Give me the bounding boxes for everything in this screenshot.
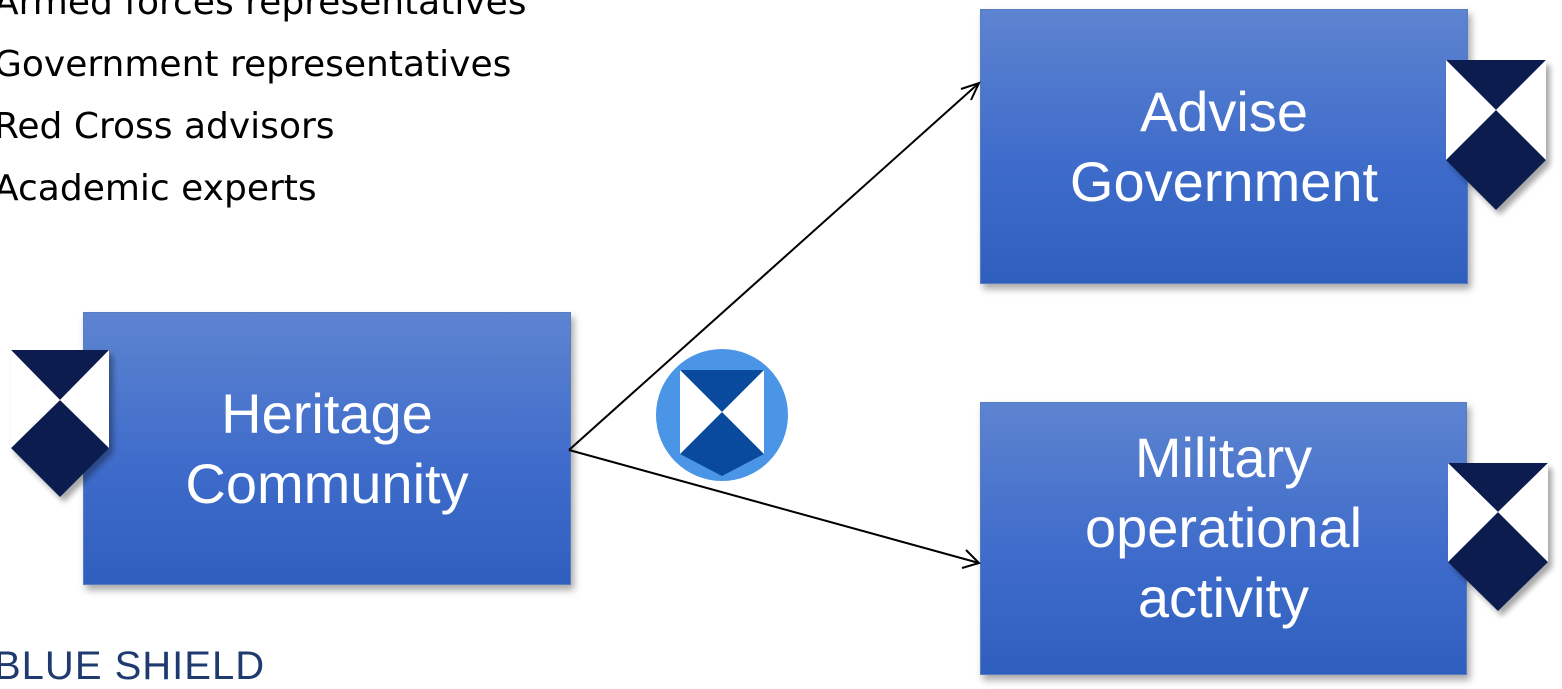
arrow-to-advise [568, 81, 981, 451]
military-operational-box: Military operational activity [980, 402, 1467, 675]
blue-shield-logo-text: BLUE SHIELD [0, 644, 266, 688]
list-item: Academic experts [0, 168, 317, 209]
box-label-line: Military [1134, 426, 1313, 489]
list-item: Armed forces representatives [0, 0, 527, 23]
arrow-to-military [568, 449, 981, 569]
box-label-line: activity [1137, 566, 1310, 629]
heritage-community-box: Heritage Community [83, 312, 571, 585]
box-label-line: Government [1069, 149, 1379, 213]
box-label-line: Advise [1139, 79, 1309, 143]
list-item: Red Cross advisors [0, 106, 335, 147]
blue-shield-round-icon [656, 349, 788, 481]
box-label-line: operational [1084, 496, 1363, 559]
participants-list: Armed forces representatives Government … [0, 0, 527, 220]
list-item: Government representatives [0, 44, 512, 85]
advise-government-box: Advise Government [980, 9, 1468, 284]
box-label-line: Heritage [221, 381, 433, 445]
box-label-line: Community [185, 451, 469, 515]
